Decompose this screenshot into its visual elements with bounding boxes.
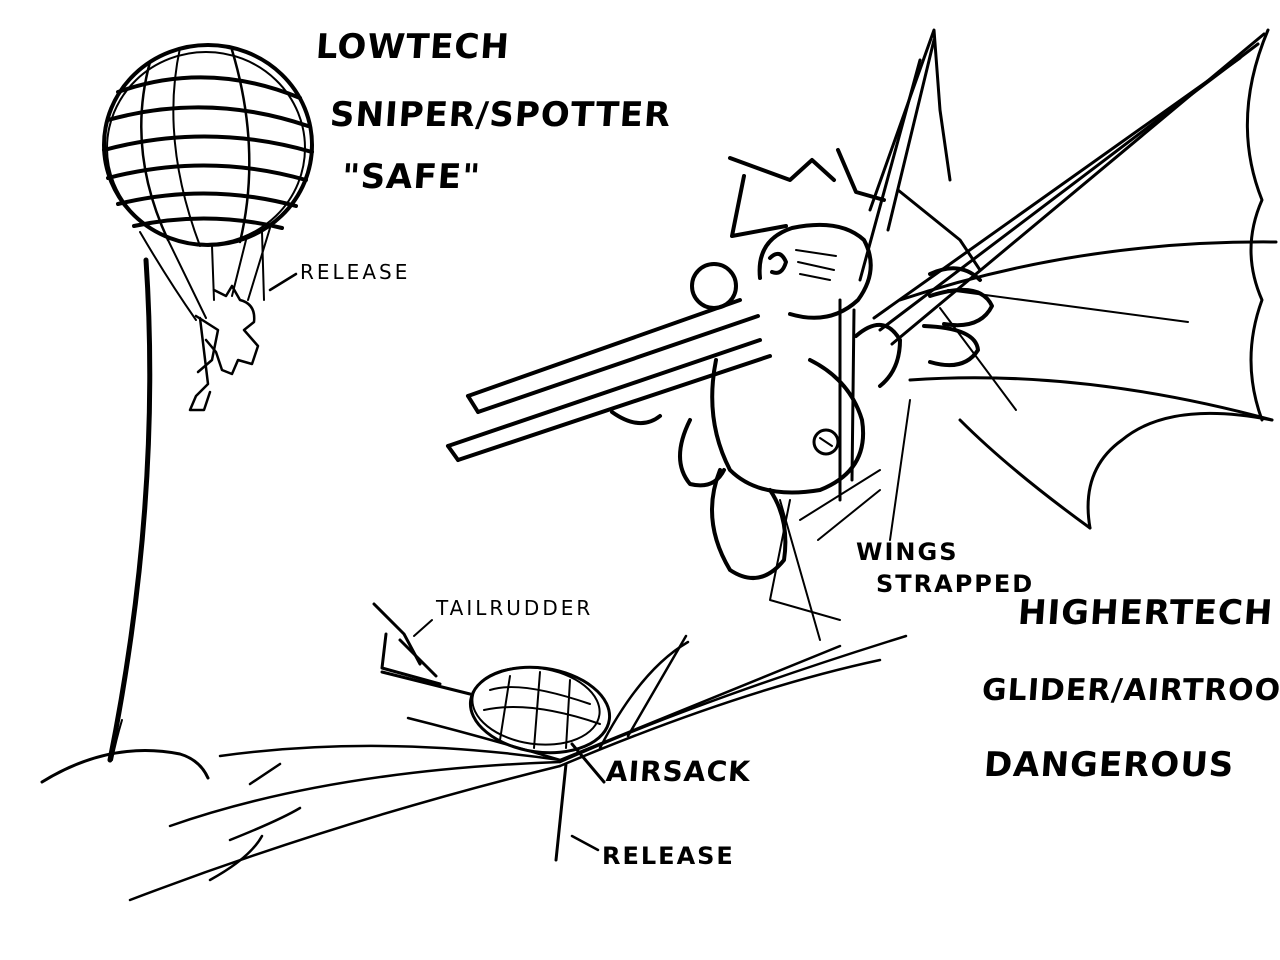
airsack-leader bbox=[570, 742, 606, 784]
release-leader-bottom bbox=[570, 834, 600, 852]
airtroop-drawing bbox=[446, 28, 1278, 641]
airtroop-lower-strap bbox=[769, 399, 911, 641]
balloon-tether bbox=[40, 257, 210, 784]
release-cord bbox=[554, 762, 568, 862]
safe-label: "SAFE" bbox=[340, 157, 483, 197]
balloon-ropes bbox=[139, 227, 271, 321]
balloon-passenger bbox=[188, 284, 260, 412]
balloon-envelope bbox=[102, 43, 314, 247]
airtroop-upper-wing bbox=[858, 28, 982, 282]
release-leader-left bbox=[268, 272, 298, 292]
tail-leader bbox=[413, 619, 433, 637]
tailrudder-label: TAILRUDDER bbox=[436, 596, 594, 620]
airtroop-rifle bbox=[446, 262, 772, 462]
highertech-title: HIGHERTECH bbox=[1016, 593, 1275, 633]
balloon-release-label: RELEASE bbox=[300, 260, 411, 284]
airtroop-wing bbox=[872, 28, 1278, 530]
wings-label: WINGS bbox=[856, 538, 959, 566]
dangerous-label: DANGEROUS bbox=[982, 745, 1236, 785]
glider-airsack bbox=[468, 665, 612, 755]
airtroop-pony bbox=[678, 148, 994, 580]
balloon-drawing bbox=[40, 43, 314, 784]
airsack-label: AIRSACK bbox=[604, 755, 752, 788]
glider-tail bbox=[372, 602, 472, 696]
glider-wings bbox=[128, 634, 908, 902]
glider-drawing bbox=[128, 602, 908, 902]
strapped-label: STRAPPED bbox=[876, 570, 1035, 598]
glider-airtroop-label: GLIDER/AIRTROOP bbox=[980, 673, 1280, 708]
sniper-spotter-label: SNIPER/SPOTTER bbox=[328, 95, 673, 135]
lowtech-title: LOWTECH bbox=[314, 27, 512, 67]
glider-release-label: RELEASE bbox=[602, 842, 735, 870]
